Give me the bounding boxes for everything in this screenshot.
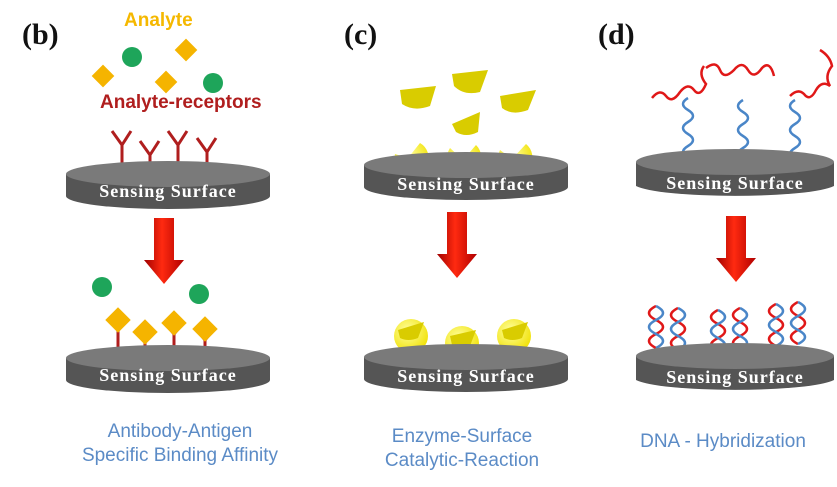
analyte-label: Analyte (124, 10, 193, 31)
caption-d-line1: DNA - Hybridization (640, 431, 806, 452)
substrate-fragment (452, 70, 488, 94)
down-arrow (437, 212, 477, 278)
sensing-surface-b-bottom: Sensing Surface (66, 345, 270, 393)
sensing-surface-c-top: Sensing Surface (364, 152, 568, 200)
surface-label: Sensing Surface (397, 366, 535, 386)
sensing-surface-d-bottom: Sensing Surface (636, 343, 834, 390)
surface-label: Sensing Surface (666, 367, 804, 387)
panel-label-d: (d) (598, 18, 635, 51)
analyte-receptors-label: Analyte-receptors (100, 92, 262, 113)
bound-substrate (398, 322, 424, 340)
analyte-circle (203, 73, 223, 93)
caption-c: Enzyme-Surface Catalytic-Reaction (352, 425, 572, 473)
bound-analyte-diamond (161, 310, 187, 336)
caption-c-line2: Catalytic-Reaction (384, 450, 540, 471)
probe-dna-strands (681, 96, 802, 162)
caption-d: DNA - Hybridization (618, 430, 828, 454)
panel-label-c: (c) (344, 18, 378, 51)
substrate-fragment (500, 90, 536, 113)
sensing-surface-c-bottom: Sensing Surface (364, 344, 568, 392)
caption-b: Antibody-Antigen Specific Binding Affini… (60, 420, 300, 468)
caption-b-line2: Specific Binding Affinity (81, 445, 279, 466)
down-arrow (716, 216, 756, 282)
analyte-circle (189, 284, 209, 304)
panel-c: Sensing Surface Sensing Surface (364, 70, 568, 392)
target-dna-strands (651, 48, 834, 101)
sensing-surface-d-top: Sensing Surface (636, 149, 834, 196)
panel-label-b: (b) (22, 18, 59, 51)
surface-label: Sensing Surface (99, 181, 237, 201)
analyte-diamond (174, 38, 198, 62)
analyte-circle (122, 47, 142, 67)
analyte-circle (92, 277, 112, 297)
panel-b: Sensing Surface Sensing Surface (66, 38, 270, 393)
sensing-surface-b-top: Sensing Surface (66, 161, 270, 209)
panel-d: Sensing Surface Sensing Surface (636, 48, 834, 390)
bound-substrate (502, 322, 528, 340)
down-arrow (144, 218, 184, 284)
surface-label: Sensing Surface (397, 174, 535, 194)
bound-analyte-diamond (105, 307, 131, 333)
analyte-diamond (154, 70, 178, 94)
bound-analyte-diamond (192, 316, 218, 342)
analyte-diamond (91, 64, 115, 88)
bound-substrate (450, 330, 476, 348)
bound-analyte-diamond (132, 319, 158, 345)
substrate-fragment (400, 86, 436, 109)
hybridized-dna (647, 300, 807, 354)
caption-c-line1: Enzyme-Surface (391, 426, 533, 447)
substrate-fragment (452, 112, 480, 135)
surface-label: Sensing Surface (99, 365, 237, 385)
surface-label: Sensing Surface (666, 173, 804, 193)
caption-b-line1: Antibody-Antigen (107, 421, 253, 442)
